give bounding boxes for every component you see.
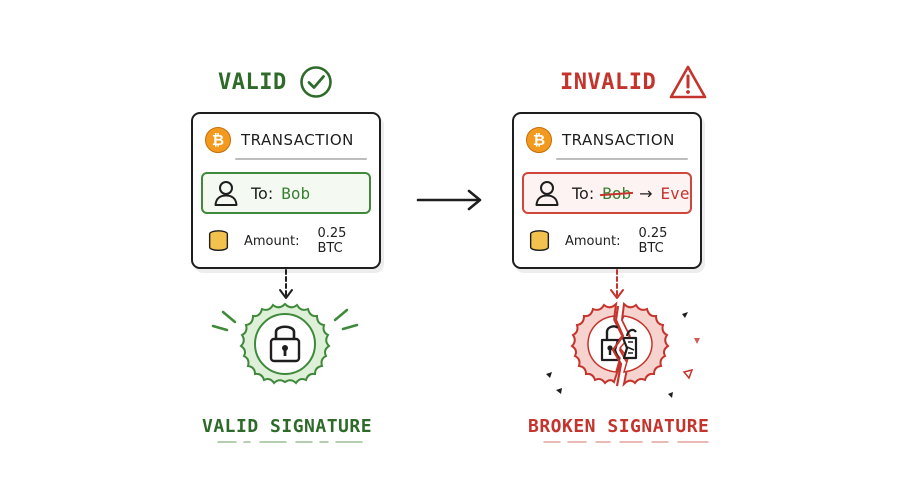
valid-heading-label: VALID — [218, 69, 287, 95]
tamper-arrow — [416, 189, 482, 211]
amount-label: Amount: — [565, 233, 621, 249]
card-divider — [235, 158, 367, 160]
card-header: ₿ TRANSACTION — [205, 123, 367, 157]
recipient-name: Bob — [281, 183, 311, 203]
valid-signature-caption: VALID SIGNATURE — [202, 415, 373, 437]
coin-stack-icon — [529, 230, 550, 251]
valid-transaction-card: ₿ TRANSACTION To: Bob Amount: 0.25 BTC — [191, 112, 381, 269]
padlock-seal-icon — [211, 302, 359, 385]
tampered-recipient: Eve — [660, 183, 690, 203]
recipient-field: To: Bob — [201, 172, 371, 214]
amount-value: 0.25 BTC — [638, 226, 668, 256]
check-circle-icon — [299, 66, 332, 98]
card-header: ₿ TRANSACTION — [526, 123, 688, 157]
down-arrow-invalid — [610, 269, 624, 299]
bitcoin-icon: ₿ — [526, 127, 552, 153]
invalid-heading: INVALID — [560, 62, 708, 102]
amount-row: Amount: 0.25 BTC — [528, 226, 690, 256]
decorative-scribble — [217, 441, 363, 443]
broken-signature-caption: BROKEN SIGNATURE — [528, 415, 710, 437]
card-title: TRANSACTION — [241, 131, 354, 149]
original-recipient-struck: Bob — [602, 183, 632, 203]
invalid-heading-label: INVALID — [560, 69, 657, 95]
recipient-field: To: Bob → Eve — [522, 172, 692, 214]
to-label: To: — [251, 183, 274, 203]
broken-padlock-seal-icon — [546, 301, 700, 398]
valid-heading: VALID — [218, 62, 333, 102]
to-label: To: — [572, 183, 595, 203]
card-divider — [556, 158, 688, 160]
amount-row: Amount: 0.25 BTC — [207, 226, 369, 256]
coin-stack-icon — [208, 230, 229, 251]
user-icon — [535, 181, 559, 206]
down-arrow-valid — [279, 269, 293, 299]
amount-label: Amount: — [244, 233, 300, 249]
decorative-scribble — [543, 441, 709, 443]
user-icon — [214, 181, 238, 206]
card-title: TRANSACTION — [562, 131, 675, 149]
change-arrow: → — [639, 183, 653, 203]
invalid-transaction-card: ₿ TRANSACTION To: Bob → Eve Amount: 0.25… — [512, 112, 702, 269]
warning-triangle-icon — [669, 65, 707, 99]
amount-value: 0.25 BTC — [317, 226, 347, 256]
bitcoin-icon: ₿ — [205, 127, 231, 153]
